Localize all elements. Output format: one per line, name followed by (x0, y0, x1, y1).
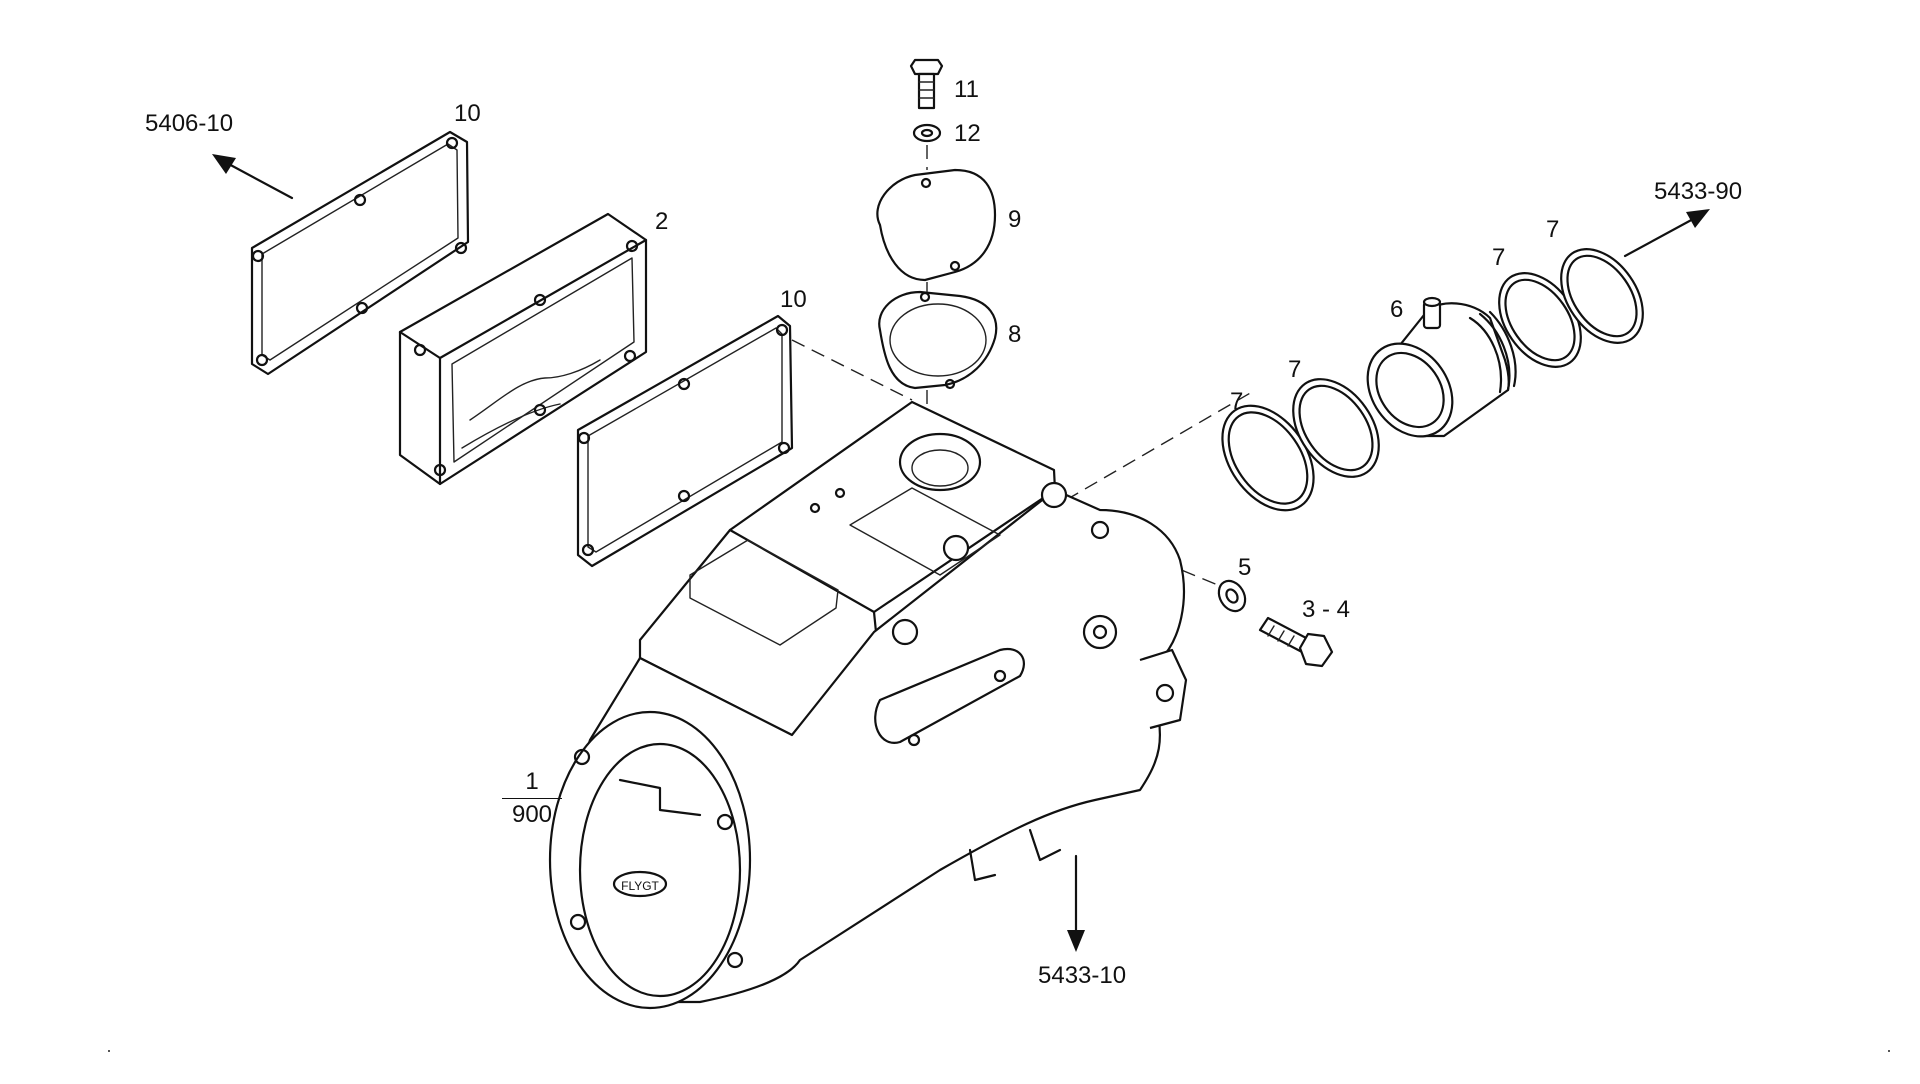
part-number-2: 2 (655, 208, 669, 235)
bolt-icon-part-3-4 (1258, 616, 1334, 668)
washer-icon-part-5 (1217, 579, 1247, 613)
part-number-7-a: 7 (1230, 388, 1244, 415)
part-number-8: 8 (1008, 321, 1022, 348)
arrow-icon-5406-10 (212, 154, 294, 200)
arrow-icon-5433-10 (1067, 854, 1085, 952)
part-number-11: 11 (954, 76, 979, 103)
bolt-icon-part-11 (909, 58, 944, 110)
spacer-plate-part-2 (398, 212, 648, 486)
sleeve-part-6 (1366, 296, 1517, 438)
reference-label-5433-10: 5433-10 (1038, 962, 1127, 989)
part-number-7-c: 7 (1492, 244, 1506, 271)
part-number-1: 1 (502, 770, 562, 799)
compressor-housing-part-1: FLYGT (548, 400, 1188, 1010)
part-number-12: 12 (954, 120, 981, 147)
gasket-icon-part-10-left (250, 130, 470, 376)
part-number-10-mid: 10 (780, 286, 807, 313)
part-number-3-4: 3 - 4 (1302, 596, 1351, 623)
part-number-9: 9 (1008, 206, 1022, 233)
part-number-900: 900 (511, 801, 553, 828)
o-ring-icon-part-7-d (1560, 248, 1644, 344)
gasket-icon-part-10-mid (576, 314, 794, 568)
part-number-5: 5 (1238, 554, 1252, 581)
svg-text:FLYGT: FLYGT (621, 879, 659, 893)
part-number-7-d: 7 (1546, 216, 1560, 243)
o-ring-icon-part-7-b (1292, 378, 1380, 478)
gasket-icon-part-8 (878, 290, 998, 390)
part-number-10-left: 10 (454, 100, 481, 127)
reference-label-5433-90: 5433-90 (1654, 178, 1743, 205)
o-ring-icon-part-7-c (1498, 272, 1582, 368)
cover-part-9 (876, 168, 997, 282)
part-number-6: 6 (1390, 296, 1404, 323)
reference-label-5406-10: 5406-10 (145, 110, 234, 137)
arrow-icon-5433-90 (1623, 209, 1710, 258)
part-number-1-fraction: 1 900 (502, 770, 562, 827)
washer-icon-part-12 (912, 123, 942, 143)
part-number-7-b: 7 (1288, 356, 1302, 383)
